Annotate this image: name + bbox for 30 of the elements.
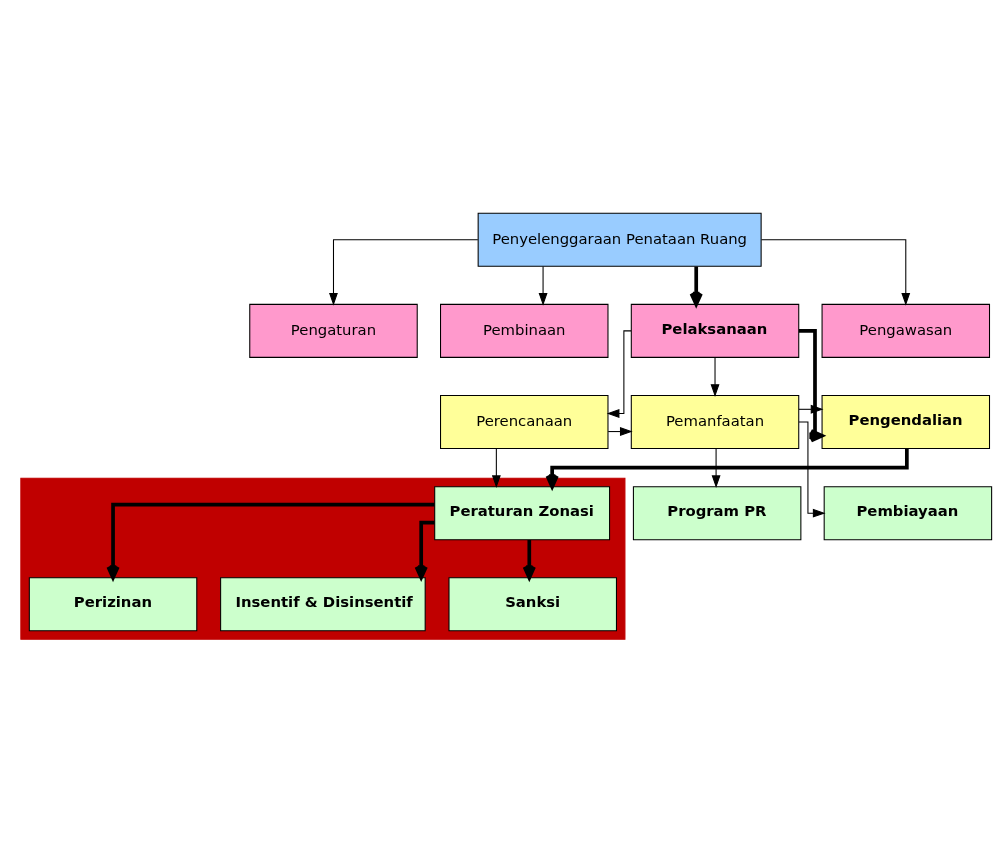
node-box: Pembinaan [440,303,609,358]
arrow [414,520,435,580]
arrow [798,421,826,518]
node-box: Pelaksanaan [630,303,800,358]
arrow [545,448,909,489]
arrow [798,329,824,443]
node-box: Pengendalian [821,395,991,450]
arrow [760,239,911,306]
arrow [606,330,632,418]
node-box: Perencanaan [440,395,609,450]
arrow [689,266,703,307]
node-box: Program PR [632,486,802,541]
node-box: Insentif & Disinsentif [220,577,426,632]
node-box: Sanksi [448,577,617,632]
node-box: Pembiayaan [823,486,993,541]
node-box: Pemanfaatan [630,395,800,450]
arrow [522,540,536,580]
node-box: Pengawasan [821,303,991,358]
arrow [798,404,824,414]
arrow [607,427,633,436]
arrow [329,239,479,306]
arrow [710,357,720,397]
node-box: Perizinan [28,577,198,632]
node-box: Pengaturan [249,303,418,358]
arrow [711,448,721,489]
arrow [538,266,548,306]
node-box: Peraturan Zonasi [434,486,611,541]
arrow [106,502,435,580]
arrow [491,448,501,489]
node-box: Penyelenggaraan Penataan Ruang [477,212,762,267]
